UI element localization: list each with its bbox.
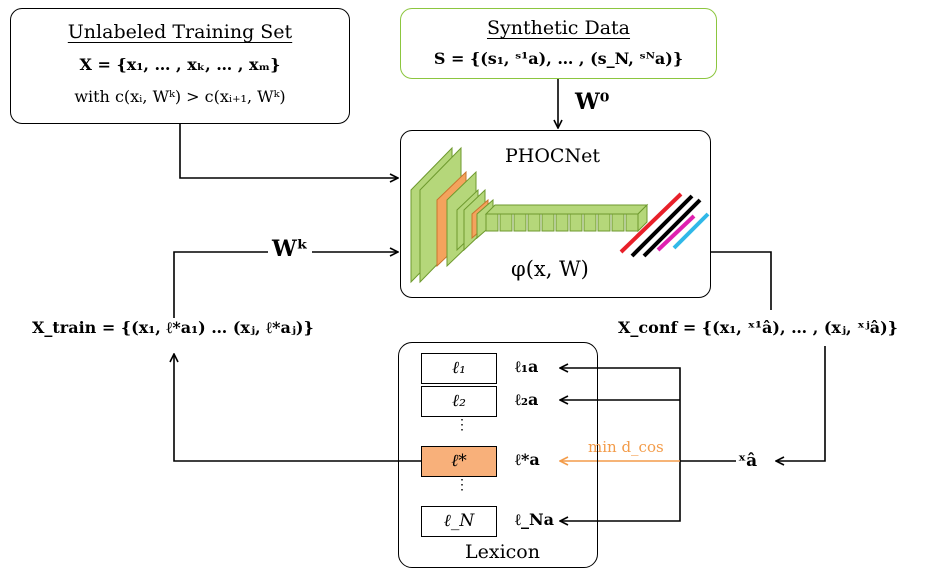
synthetic-set-formula: S = {(s₁, ˢ¹a), … , (s_N, ˢᴺa)} (433, 49, 684, 68)
w0-label: W⁰ (575, 89, 610, 115)
unlabeled-ordering-formula: with c(xᵢ, Wᵏ) > c(xᵢ₊₁, Wᵏ) (74, 87, 286, 106)
lexicon-entry-selected: ℓ* (421, 446, 497, 477)
x-conf-formula: X_conf = {(x₁, ˣ¹â), … , (xⱼ, ˣʲâ)} (618, 318, 898, 337)
cnn-architecture-graphic (410, 146, 710, 284)
phocnet-box: PHOCNet φ(x, W) (400, 130, 711, 298)
lexicon-entry-n: ℓ_N (421, 506, 497, 537)
synthetic-data-box: Synthetic Data S = {(s₁, ˢ¹a), … , (s_N,… (400, 8, 717, 79)
arrow-entry-to-xtrain (174, 354, 421, 462)
arrow-unlabeled-to-phocnet (179, 124, 398, 178)
phocnet-title: PHOCNet (505, 145, 600, 167)
line-phocnet-to-xconf (711, 251, 772, 310)
lexicon-title: Lexicon (465, 541, 540, 563)
attribute-label-selected: ℓ*a (515, 450, 540, 469)
attribute-label-n: ℓ_Na (515, 510, 554, 529)
lexicon-box (398, 342, 598, 568)
unlabeled-title: Unlabeled Training Set (67, 21, 293, 43)
arrow-xconf-to-xhat (776, 346, 826, 461)
lexicon-ellipsis-top: ⋮ (455, 417, 469, 433)
lexicon-ellipsis-bottom: ⋮ (455, 477, 469, 493)
attribute-label-1: ℓ₁a (515, 357, 539, 376)
x-train-formula: X_train = {(x₁, ℓ*a₁) … (xⱼ, ℓ*aⱼ)} (32, 318, 314, 337)
arrow-wk-to-phocnet (173, 252, 398, 318)
unlabeled-training-set-box: Unlabeled Training Set X = {x₁, … , xₖ, … (10, 8, 350, 124)
phocnet-formula: φ(x, W) (511, 257, 589, 281)
x-hat-label: ˣâ (738, 451, 758, 471)
lexicon-entry-2: ℓ₂ (421, 386, 497, 417)
min-dcos-label: min d_cos (588, 438, 664, 456)
arrow-compare-1 (560, 368, 736, 462)
lexicon-entry-1: ℓ₁ (421, 353, 497, 384)
synthetic-title: Synthetic Data (486, 17, 631, 39)
arrow-compare-n (560, 461, 681, 521)
wk-label: Wᵏ (268, 236, 313, 262)
unlabeled-set-formula: X = {x₁, … , xₖ, … , xₘ} (79, 55, 281, 74)
attribute-label-2: ℓ₂a (515, 390, 539, 409)
